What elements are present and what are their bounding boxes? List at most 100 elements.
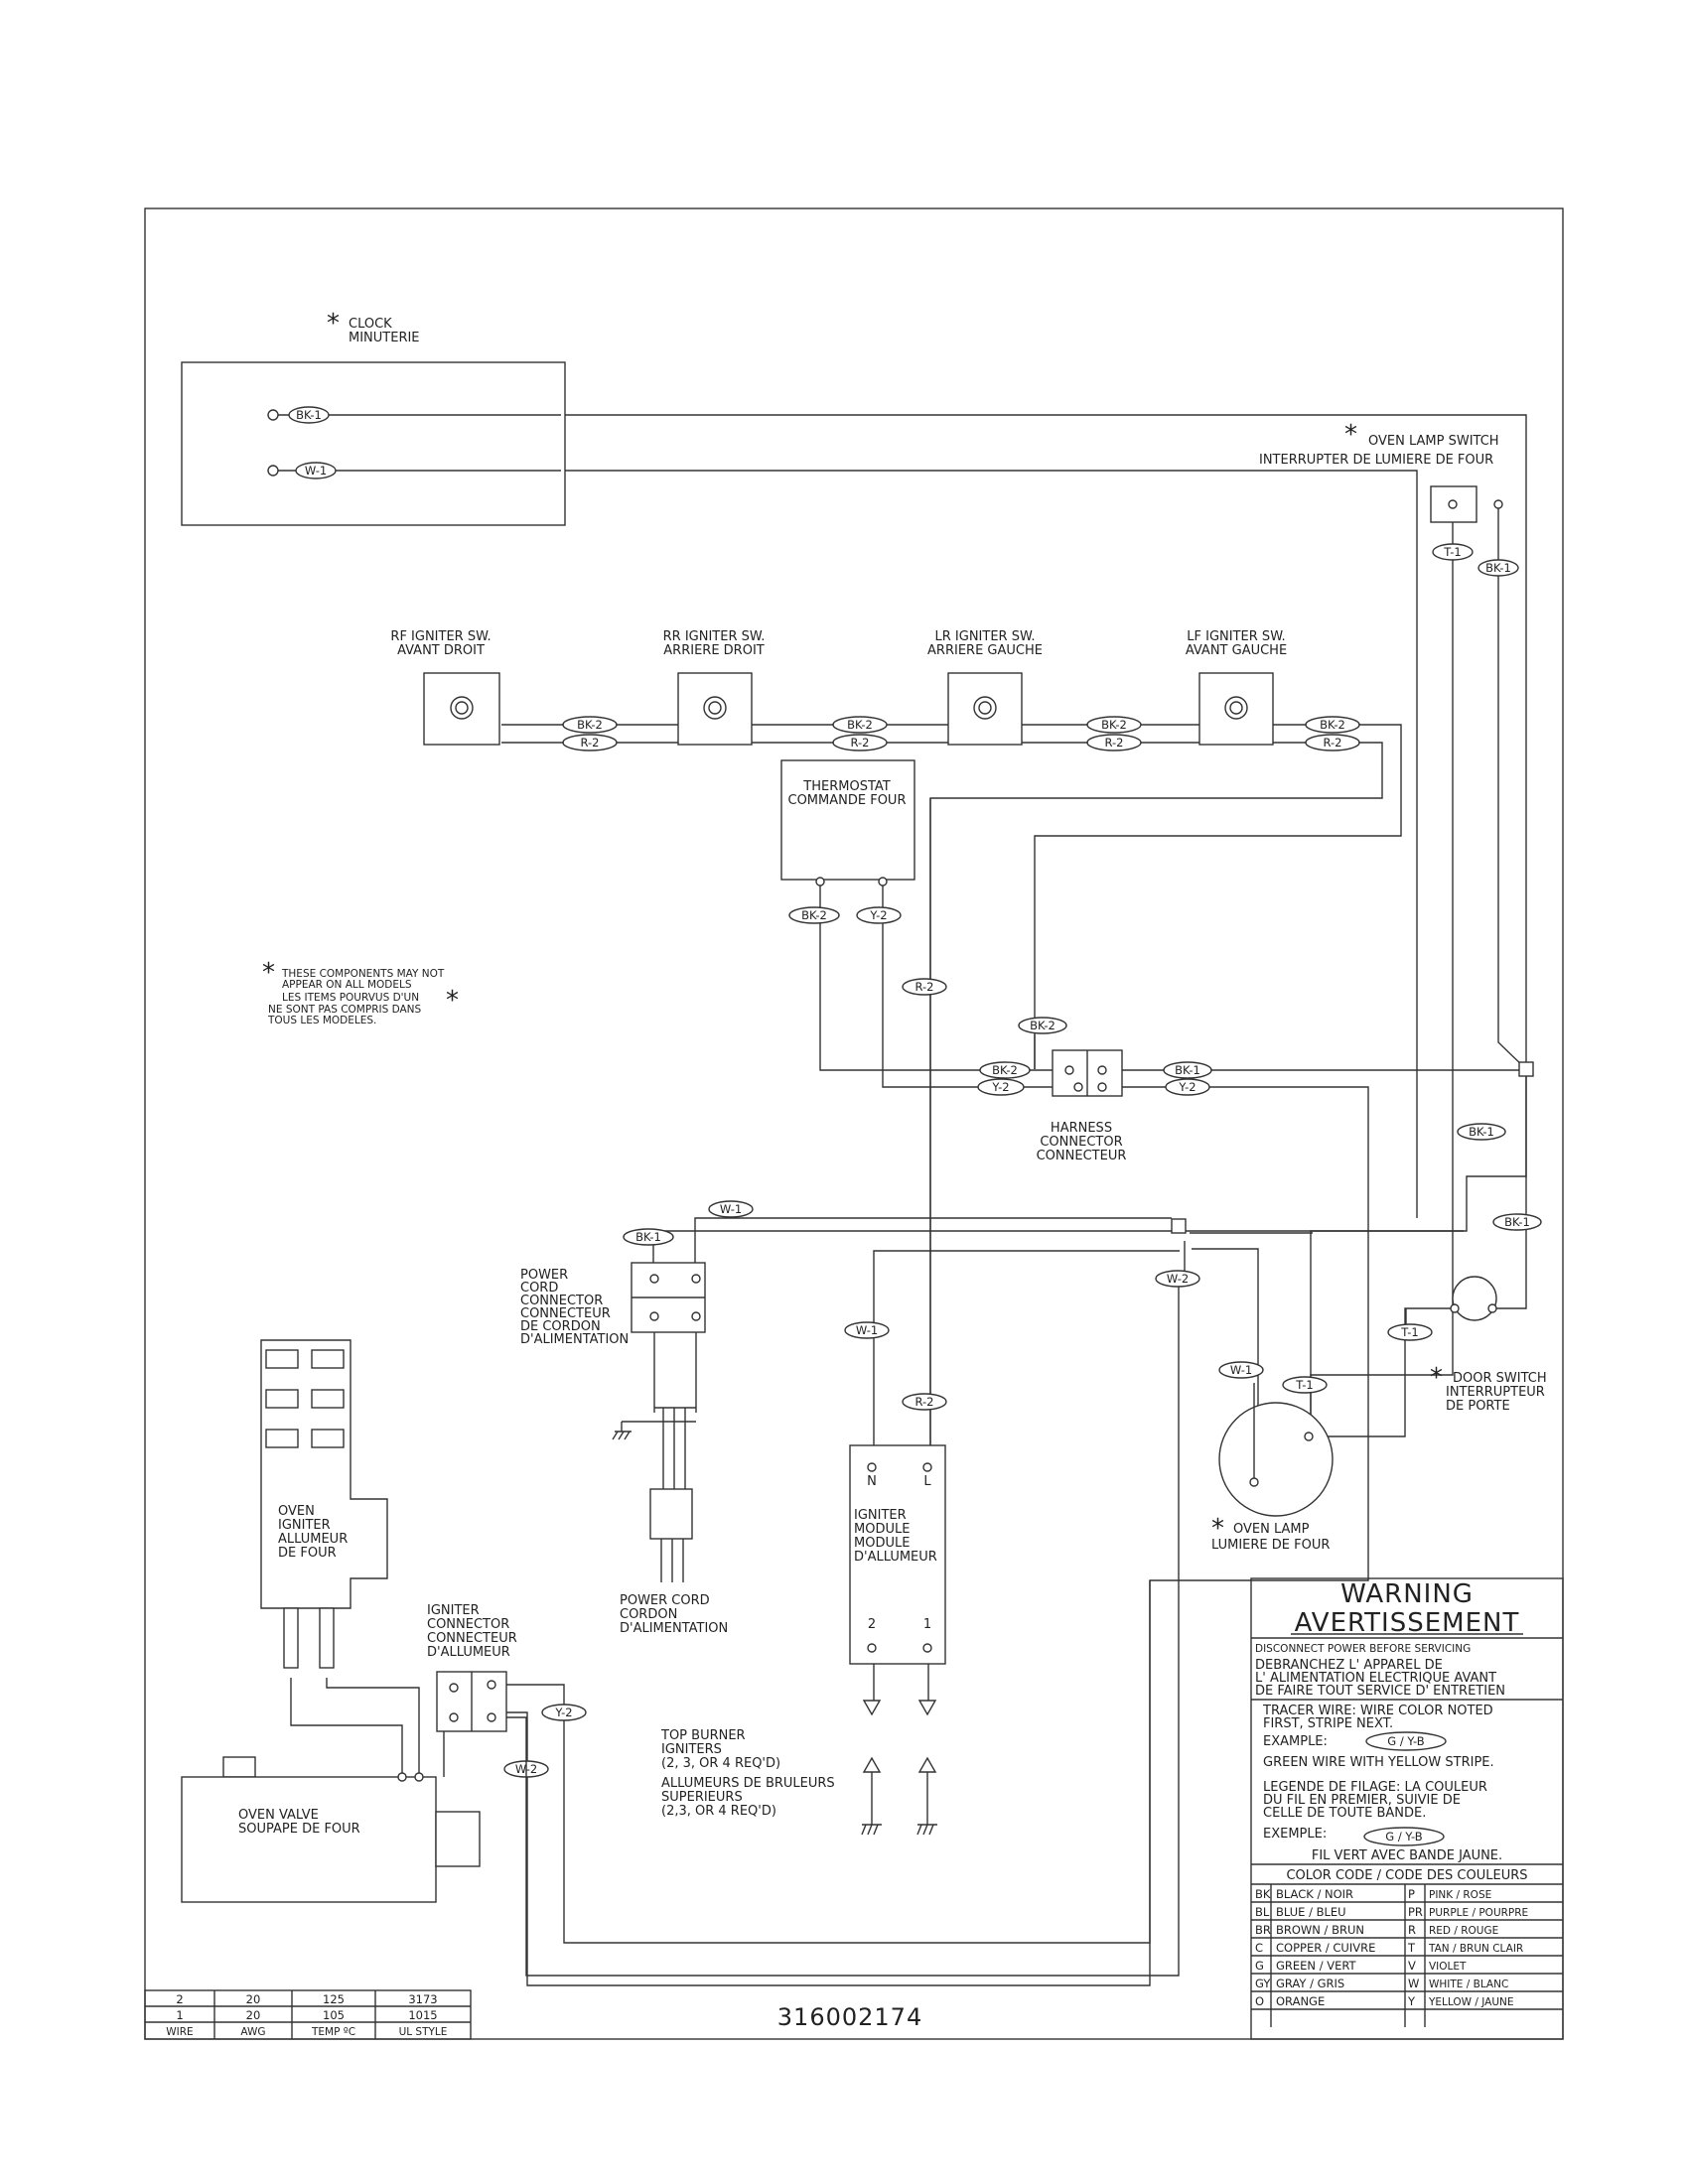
lr-switch-label: LR IGNITER SW. — [935, 629, 1036, 644]
oven-valve-label: SOUPAPE DE FOUR — [238, 1822, 360, 1837]
lamp-switch-label-fr: INTERRUPTER DE LUMIERE DE FOUR — [1259, 453, 1493, 468]
table-cell: 20 — [246, 1992, 261, 2006]
components-note: * THESE COMPONENTS MAY NOT APPEAR ON ALL… — [262, 958, 459, 1026]
color-name: BLACK / NOIR — [1276, 1887, 1353, 1901]
wire-tag-text: Y-2 — [554, 1706, 572, 1719]
oven-igniter-label: IGNITER — [278, 1518, 331, 1533]
wire-tag-text: W-1 — [856, 1323, 878, 1337]
clock-label-fr: MINUTERIE — [349, 331, 420, 345]
junction — [1171, 1218, 1187, 1234]
asterisk: * — [262, 958, 276, 988]
diagram-frame — [144, 207, 1564, 2040]
color-code: V — [1408, 1959, 1416, 1973]
table-header: UL STYLE — [399, 2026, 448, 2038]
warning-title-fr: AVERTISSEMENT — [1295, 1608, 1520, 1638]
wire-tag-text: BK-2 — [1030, 1019, 1055, 1032]
burner-label: (2, 3, OR 4 REQ'D) — [661, 1756, 780, 1771]
door-switch-label: INTERRUPTEUR — [1446, 1385, 1545, 1400]
note-line: THESE COMPONENTS MAY NOT — [281, 968, 445, 980]
table-header: TEMP ºC — [311, 2026, 355, 2038]
color-code: O — [1255, 1994, 1264, 2008]
clock: * CLOCK MINUTERIE BK-1 W-1 — [181, 309, 566, 526]
wire-tag-text: Y-2 — [991, 1080, 1009, 1094]
table-cell: 105 — [323, 2008, 345, 2022]
cord-connector-label: POWER — [520, 1268, 568, 1283]
thermostat-label-fr: COMMANDE FOUR — [788, 793, 907, 808]
harness-connector: BK-2 BK-2 Y-2 BK-1 Y-2 HARNESS CONNECTOR… — [977, 1017, 1542, 1231]
table-cell: 20 — [246, 2008, 261, 2022]
warning-text: FIL VERT AVEC BANDE JAUNE. — [1312, 1848, 1502, 1863]
wire-tag-text: Y-2 — [869, 908, 887, 922]
color-code: G — [1255, 1959, 1264, 1973]
wire-tag-text: BK-1 — [1504, 1215, 1530, 1229]
wire-tag — [295, 462, 337, 479]
harness-label: CONNECTOR — [1040, 1135, 1122, 1150]
wire-tag-text: BK-1 — [635, 1230, 661, 1244]
burner-label: (2,3, OR 4 REQ'D) — [661, 1804, 776, 1819]
wire-tag-text: R-2 — [1105, 736, 1124, 750]
igniter-module-box — [849, 1444, 946, 1665]
color-code: PR — [1408, 1905, 1423, 1919]
example-tag: G / Y-B — [1387, 1734, 1424, 1748]
table-header: AWG — [240, 2026, 265, 2038]
door-switch-label: DOOR SWITCH — [1453, 1371, 1547, 1386]
oven-lamp-bulb — [1218, 1402, 1334, 1517]
lamp-switch-box — [1430, 485, 1477, 523]
warning-frame — [1250, 1577, 1564, 2040]
rr-switch-label-fr: ARRIERE DROIT — [663, 643, 764, 658]
module-label: MODULE — [854, 1522, 910, 1537]
cord-connector-label: D'ALIMENTATION — [520, 1332, 629, 1347]
color-code: R — [1408, 1923, 1416, 1937]
oven-igniter-label: ALLUMEUR — [278, 1532, 348, 1547]
color-name: RED / ROUGE — [1429, 1925, 1498, 1937]
cord-connector-label: DE CORDON — [520, 1319, 601, 1334]
door-switch-body — [1452, 1276, 1497, 1321]
igniter-connector-label: CONNECTOR — [427, 1617, 509, 1632]
igniter-module: W-1 R-2 N L IGNITER MODULE MODULE D'ALLU… — [844, 1321, 947, 1836]
warning-text: DISCONNECT POWER BEFORE SERVICING — [1255, 1643, 1471, 1655]
burner-label: ALLUMEURS DE BRULEURS — [661, 1776, 835, 1791]
pin-label: 1 — [923, 1617, 931, 1632]
wire-tag-text: BK-2 — [1101, 718, 1127, 732]
igniter-connector-label: D'ALLUMEUR — [427, 1645, 510, 1660]
warning-text: GREEN WIRE WITH YELLOW STRIPE. — [1263, 1755, 1494, 1770]
module-label: MODULE — [854, 1536, 910, 1551]
center-junction: W-2 — [1155, 1218, 1200, 1288]
note-line: NE SONT PAS COMPRIS DANS — [268, 1004, 422, 1016]
color-name: TAN / BRUN CLAIR — [1428, 1943, 1523, 1955]
lf-switch-label-fr: AVANT GAUCHE — [1186, 643, 1287, 658]
color-code-title: COLOR CODE / CODE DES COULEURS — [1286, 1868, 1527, 1883]
wire-tag-text: BK-2 — [1320, 718, 1345, 732]
wire-tag-text: T-1 — [1295, 1378, 1313, 1392]
door-switch: T-1 * DOOR SWITCH INTERRUPTEUR DE PORTE — [1387, 1276, 1547, 1414]
warning-text: EXAMPLE: — [1263, 1734, 1328, 1749]
lr-switch-label-fr: ARRIERE GAUCHE — [927, 643, 1043, 658]
color-name: PURPLE / POURPRE — [1429, 1907, 1528, 1919]
warning-text: TRACER WIRE: WIRE COLOR NOTED — [1262, 1704, 1493, 1718]
warning-text: LEGENDE DE FILAGE: LA COULEUR — [1263, 1780, 1487, 1795]
color-code: T — [1407, 1941, 1416, 1955]
oven-igniter-label: DE FOUR — [278, 1546, 337, 1561]
table-cell: 2 — [176, 1992, 183, 2006]
wire-tag — [288, 406, 330, 424]
lf-switch-label: LF IGNITER SW. — [1187, 629, 1285, 644]
wire-spec-table: 2 20 125 3173 1 20 105 1015 WIRE AWG TEM… — [144, 1989, 472, 2040]
wire-tag-text: W-2 — [1167, 1272, 1189, 1286]
color-name: BLUE / BLEU — [1276, 1905, 1346, 1919]
power-cord-plug — [649, 1488, 693, 1540]
note-line: LES ITEMS POURVUS D'UN — [282, 992, 419, 1004]
wire-tag-text: W-1 — [720, 1202, 742, 1216]
wire-tag-text: BK-2 — [577, 718, 603, 732]
table-cell: 125 — [323, 1992, 345, 2006]
oven-lamp-switch: * OVEN LAMP SWITCH INTERRUPTER DE LUMIER… — [1259, 420, 1519, 577]
warning-text: FIRST, STRIPE NEXT. — [1263, 1716, 1393, 1731]
color-name: WHITE / BLANC — [1429, 1979, 1508, 1990]
burner-label: TOP BURNER — [660, 1728, 746, 1743]
color-code: C — [1255, 1941, 1263, 1955]
thermostat-box — [780, 759, 915, 881]
power-cord-label: CORDON — [620, 1607, 677, 1622]
wire-tag-text: R-2 — [581, 736, 600, 750]
color-code: W — [1408, 1977, 1419, 1990]
clock-asterisk: * — [327, 309, 341, 339]
